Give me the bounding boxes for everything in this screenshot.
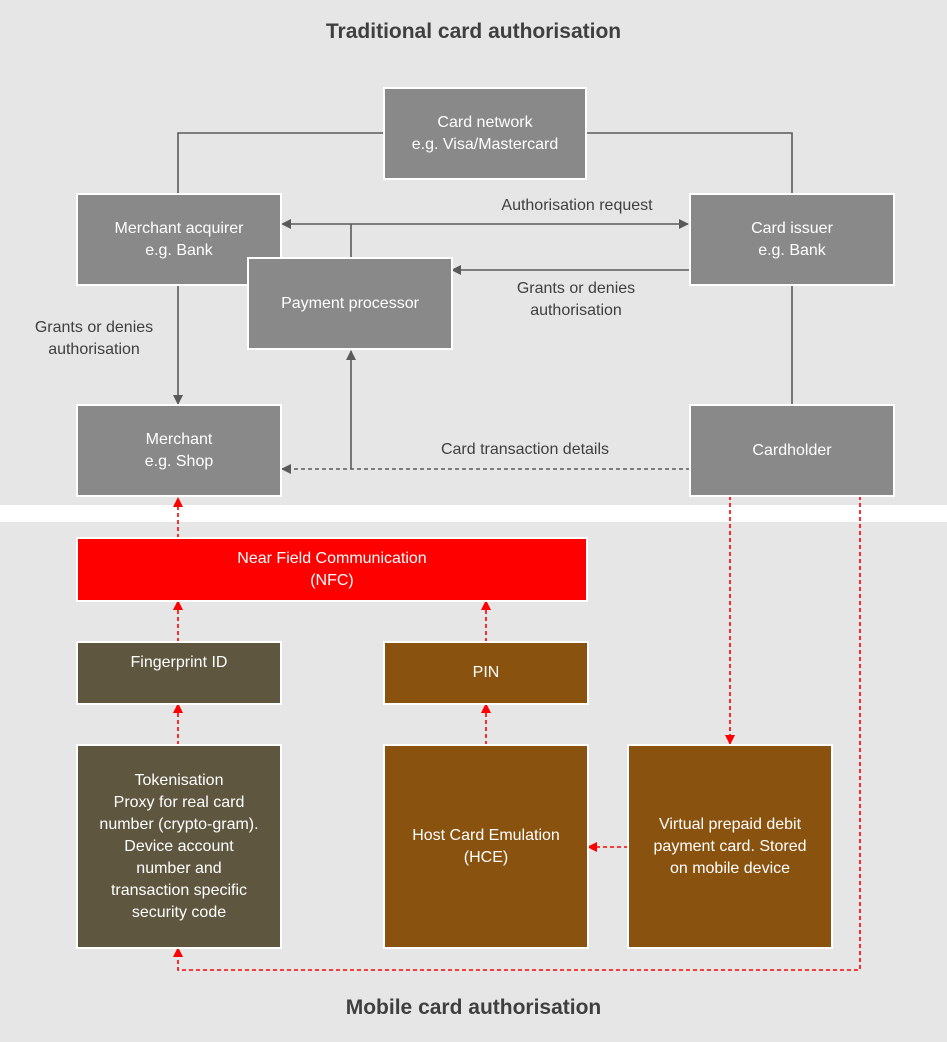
fingerprint-id-box: Fingerprint ID	[76, 641, 282, 705]
card-transaction-details-label: Card transaction details	[440, 441, 610, 458]
grants-denies-left-label: Grants or denies authorisation	[34, 319, 154, 358]
mobile-title: Mobile card authorisation	[345, 996, 602, 1019]
virtual-card-box: Virtual prepaid debit payment card. Stor…	[627, 744, 833, 949]
hce-box: Host Card Emulation (HCE)	[383, 744, 589, 949]
pin-box: PIN	[383, 641, 589, 705]
authorisation-request-label: Authorisation request	[501, 197, 653, 214]
cardholder-to-token-arrow	[173, 496, 861, 971]
payment-processor-box: Payment processor	[247, 257, 453, 350]
merchant-box: Merchant e.g. Shop	[76, 404, 282, 497]
grants-denies-right-label: Grants or denies authorisation	[516, 280, 636, 319]
card-issuer-box: Card issuer e.g. Bank	[689, 193, 895, 286]
cardholder-box: Cardholder	[689, 404, 895, 497]
merchant-acquirer-box: Merchant acquirer e.g. Bank	[76, 193, 282, 286]
tokenisation-box: Tokenisation Proxy for real card number …	[76, 744, 282, 949]
card-network-box: Card network e.g. Visa/Mastercard	[383, 87, 587, 180]
traditional-title: Traditional card authorisation	[325, 20, 622, 43]
network-acquirer-link	[177, 132, 383, 194]
nfc-box: Near Field Communication (NFC)	[76, 537, 588, 602]
network-issuer-link	[586, 132, 793, 194]
